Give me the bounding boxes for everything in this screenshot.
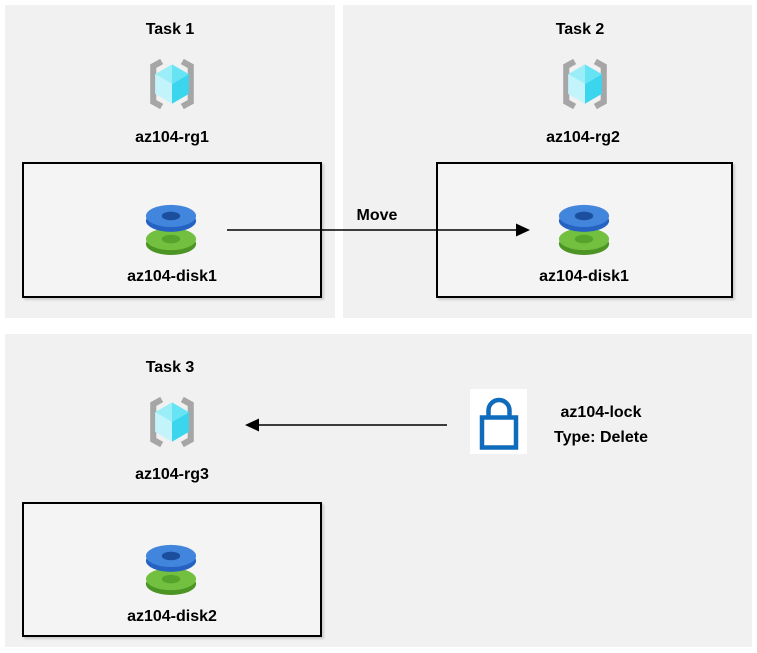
task1-title: Task 1 bbox=[145, 21, 195, 38]
lock-type-label: Type: Delete bbox=[554, 429, 648, 446]
task3-disk-label: az104-disk2 bbox=[127, 608, 217, 625]
lock-icon bbox=[479, 397, 519, 450]
task3-disk-box: az104-disk2 bbox=[22, 502, 322, 637]
task2-disk-label: az104-disk1 bbox=[539, 268, 629, 285]
move-arrow-label: Move bbox=[356, 207, 398, 224]
resource-group-icon bbox=[150, 58, 194, 110]
panel-task3: Task 3 az104-rg3 az104-disk2 bbox=[5, 334, 752, 647]
task2-disk-box: az104-disk1 bbox=[436, 162, 733, 298]
panel-task1: Task 1 az104-rg1 az104-disk1 bbox=[5, 5, 335, 318]
task2-resource-group-label: az104-rg2 bbox=[546, 129, 620, 146]
lock-tile bbox=[470, 389, 527, 454]
task3-resource-group-label: az104-rg3 bbox=[135, 466, 209, 483]
panel-task2: Task 2 az104-rg2 az104-disk1 bbox=[343, 5, 752, 318]
lock-name-label: az104-lock bbox=[560, 404, 642, 421]
disk-icon bbox=[558, 204, 610, 255]
resource-group-icon bbox=[150, 396, 194, 448]
disk-icon bbox=[145, 544, 197, 595]
task1-disk-label: az104-disk1 bbox=[127, 268, 217, 285]
task1-disk-box: az104-disk1 bbox=[22, 162, 322, 298]
task2-title: Task 2 bbox=[555, 21, 605, 38]
lock-caption: az104-lock Type: Delete bbox=[520, 400, 682, 450]
task1-resource-group-label: az104-rg1 bbox=[135, 129, 209, 146]
resource-group-icon bbox=[563, 58, 607, 110]
disk-icon bbox=[145, 204, 197, 255]
task3-title: Task 3 bbox=[145, 359, 195, 376]
